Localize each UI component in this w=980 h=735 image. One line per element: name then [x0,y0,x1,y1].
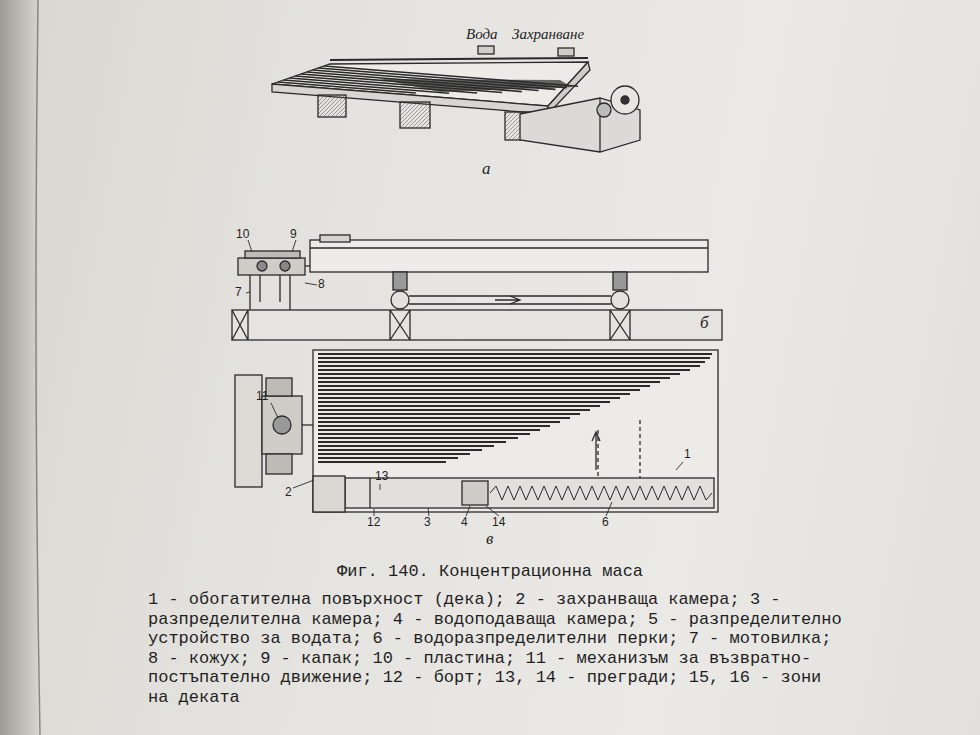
callout-number: 13 [375,470,388,483]
mechanism [262,396,302,454]
subfigure-letter: а [482,160,491,179]
frame-post [232,310,248,340]
base-frame [232,310,722,340]
callout-number: 3 [424,516,431,529]
roller [391,291,409,309]
feed-inlet [558,48,574,56]
plan-view [235,350,718,516]
zone-lines [598,420,640,478]
subfigure-letter: в [486,530,493,549]
callout-number: 7 [235,286,242,299]
deck-line [310,247,708,248]
feed-chamber [313,476,345,512]
cover [245,251,300,258]
direction-arrow [592,432,600,470]
caption: Фиг. 140. Концентрационна маса [337,563,643,582]
support-post [393,272,407,290]
frame-post [390,310,410,340]
riffles [278,66,578,93]
callout-number: 2 [285,486,292,499]
perspective-view [272,46,640,152]
mechanism-legs [250,275,290,310]
water-trough [330,58,588,60]
leader-lines [271,403,683,516]
connecting-rod [305,265,310,266]
leader-lines [246,240,317,293]
deck [313,350,718,512]
water-inlet [478,46,494,54]
partition [369,478,370,508]
subfigure-letter: б [700,314,709,333]
support-post [613,272,627,290]
mechanism [238,258,305,275]
callout-number: 10 [236,228,249,241]
legend-text: 1 - обогатителна повърхност (дека); 2 - … [148,590,843,707]
gear [257,261,267,271]
gear [280,261,290,271]
callout-number: 14 [492,516,505,529]
pulley [611,86,639,114]
callout-number: 4 [461,516,468,529]
pulley-hub [621,96,629,104]
water-chamber [462,481,488,505]
callout-number: 6 [602,516,609,529]
belt-arrow [495,296,520,304]
eccentric [273,416,291,434]
callout-number: 11 [256,390,268,403]
support [318,95,346,117]
water-fins [490,486,712,500]
page-edge [0,0,38,735]
page-fold [36,0,40,735]
callout-number: 9 [290,228,297,241]
callout-number: 1 [684,448,691,461]
frame-post [610,310,630,340]
deck [310,240,708,272]
roller [611,291,629,309]
top-label: Вода [466,26,498,43]
belt [409,296,611,304]
distribution-chamber [345,478,714,508]
connecting-rod [302,424,313,425]
shaft [597,103,611,117]
side-view [232,235,722,340]
riffles [318,354,712,462]
feed-box [320,235,350,242]
callout-number: 12 [367,516,380,529]
callout-number: 8 [318,278,325,291]
flywheel [266,378,292,396]
support [400,102,430,128]
flywheel [266,454,292,474]
top-label: Захранване [512,26,584,43]
